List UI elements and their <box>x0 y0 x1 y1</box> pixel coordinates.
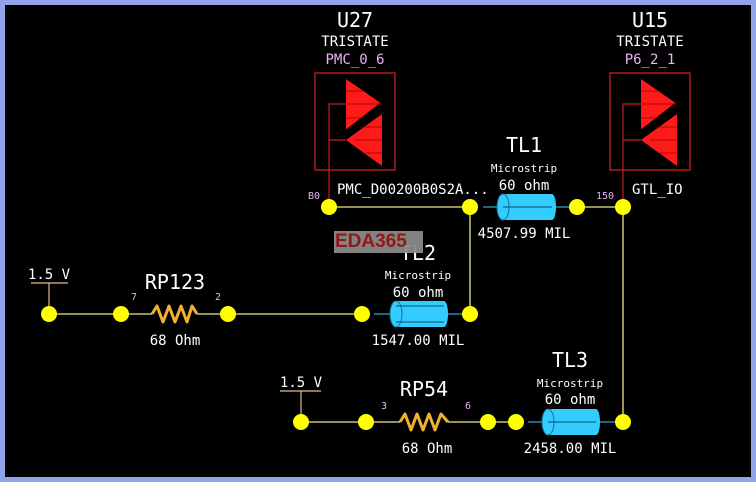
u27-net-label: PMC_D00200B0S2A... <box>337 182 489 198</box>
tl2-kind-label: Microstrip <box>385 269 451 282</box>
vsrc1-label: 1.5 V <box>28 267 71 283</box>
tl3-microstrip[interactable] <box>528 408 623 436</box>
vsrc2-label: 1.5 V <box>280 375 323 391</box>
node-tl1-left[interactable] <box>462 199 478 215</box>
rp54-pin-left: 3 <box>381 401 387 412</box>
u27-type-label: TRISTATE <box>321 34 388 50</box>
rp123-resistor[interactable] <box>150 304 199 324</box>
node-tl2-right[interactable] <box>462 306 478 322</box>
node-u27-pin[interactable] <box>321 199 337 215</box>
rp54-value-label: 68 Ohm <box>402 441 453 457</box>
tl2-length-label: 1547.00 MIL <box>372 333 465 349</box>
watermark-logo: EDA365 <box>334 231 423 253</box>
u27-tristate-buffer[interactable] <box>314 72 396 207</box>
rp54-pin-right: 6 <box>465 401 471 412</box>
node-tl2-left[interactable] <box>354 306 370 322</box>
node-tl3-left[interactable] <box>508 414 524 430</box>
rp123-ref-label: RP123 <box>145 270 205 294</box>
nodes <box>41 199 631 430</box>
u15-net-label: GTL_IO <box>632 182 683 198</box>
node-rp123-pin7[interactable] <box>113 306 129 322</box>
u15-driver-icon <box>641 79 677 132</box>
tl1-microstrip[interactable] <box>483 193 577 221</box>
tl3-impedance-label: 60 ohm <box>545 392 596 408</box>
u27-ref-label: U27 <box>337 8 373 32</box>
u15-type-label: TRISTATE <box>616 34 683 50</box>
rp54-ref-label: RP54 <box>400 377 448 401</box>
tl1-kind-label: Microstrip <box>491 162 557 175</box>
node-vsrc2[interactable] <box>293 414 309 430</box>
tl2-microstrip[interactable] <box>374 300 470 328</box>
rp123-value-label: 68 Ohm <box>150 333 201 349</box>
u27-outline <box>314 72 396 171</box>
node-rp54-pin3[interactable] <box>358 414 374 430</box>
u27-pin-label: B0 <box>308 191 320 202</box>
tl1-ref-label: TL1 <box>506 133 542 157</box>
rp123-pin-left: 7 <box>131 292 137 303</box>
tl1-length-label: 4507.99 MIL <box>478 226 571 242</box>
u15-tristate-buffer[interactable] <box>609 72 691 207</box>
node-u15-pin[interactable] <box>615 199 631 215</box>
u15-pin-label: 150 <box>596 191 614 202</box>
u15-ref-label: U15 <box>632 8 668 32</box>
power-symbols <box>31 282 321 422</box>
node-vsrc1[interactable] <box>41 306 57 322</box>
u27-model-label: PMC_0_6 <box>325 52 384 68</box>
u15-outline <box>609 72 691 171</box>
tl2-impedance-label: 60 ohm <box>393 285 444 301</box>
u27-driver-icon <box>346 79 382 132</box>
u15-model-label: P6_2_1 <box>625 52 676 68</box>
tl3-ref-label: TL3 <box>552 348 588 372</box>
node-rp123-pin2[interactable] <box>220 306 236 322</box>
node-rp54-pin6[interactable] <box>480 414 496 430</box>
node-tl1-right[interactable] <box>569 199 585 215</box>
node-tl3-right[interactable] <box>615 414 631 430</box>
rp123-pin-right: 2 <box>215 292 221 303</box>
rp54-resistor[interactable] <box>398 412 450 432</box>
tl3-length-label: 2458.00 MIL <box>524 441 617 457</box>
tl1-impedance-label: 60 ohm <box>499 178 550 194</box>
tl3-kind-label: Microstrip <box>537 377 603 390</box>
